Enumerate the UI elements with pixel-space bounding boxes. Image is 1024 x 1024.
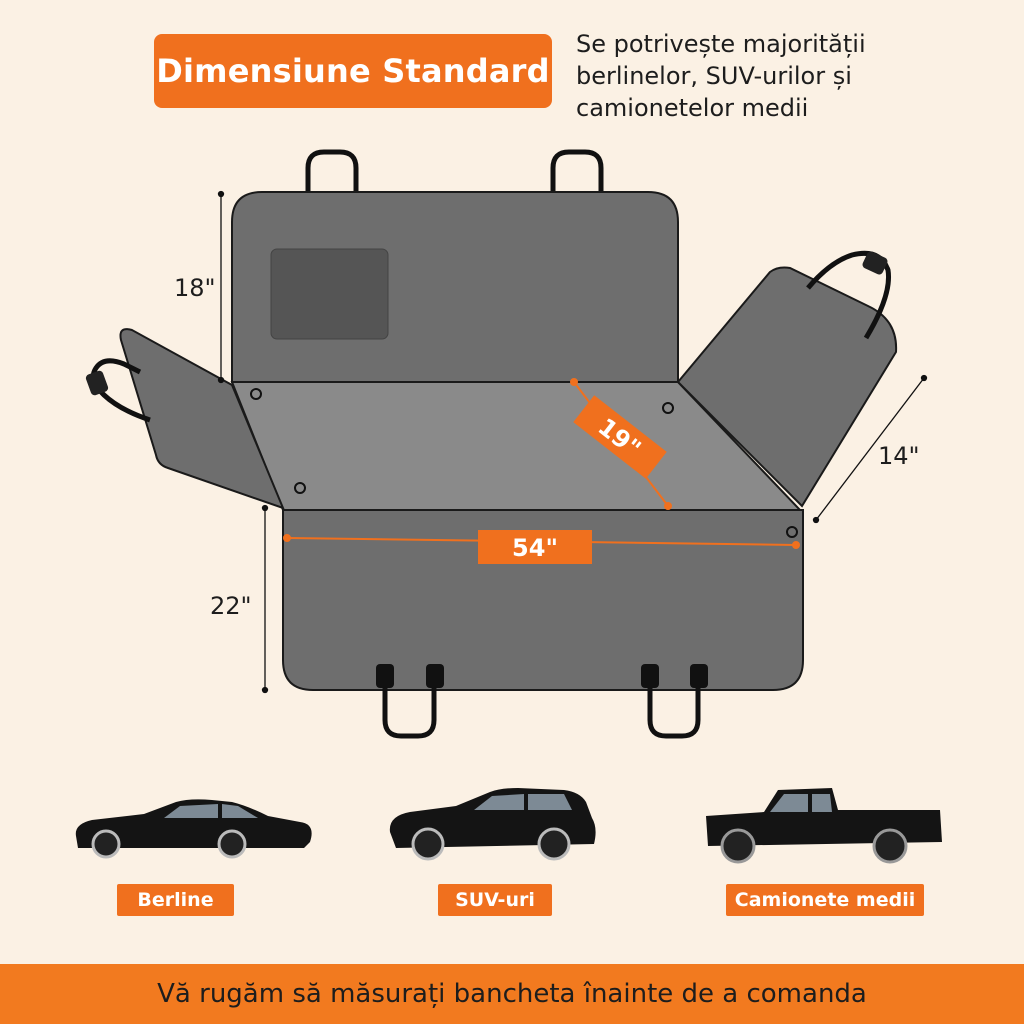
storage-pocket (270, 248, 389, 340)
footer-note: Vă rugăm să măsurați bancheta înainte de… (0, 964, 1024, 1024)
width-badge: 54" (478, 530, 592, 564)
zip-clips (250, 388, 798, 538)
suv-icon (389, 788, 596, 861)
front-flap-label: 22" (210, 592, 252, 620)
headrest-strap-right (550, 149, 604, 205)
fit-line-1: Se potrivește majorității (576, 30, 866, 58)
vehicle-label-pickup: Camionete medii (726, 884, 924, 916)
fit-line-3: camionetelor medii (576, 94, 809, 122)
side-flap-label: 14" (878, 442, 920, 470)
vehicle-label-suv: SUV-uri (438, 884, 552, 916)
seat-anchor-straps (382, 685, 701, 739)
right-side-flap (676, 266, 898, 508)
headrest-strap-left (305, 149, 359, 205)
svg-text:54": 54" (512, 534, 558, 562)
sedan-icon (75, 799, 312, 859)
fit-line-2: berlinelor, SUV-urilor și (576, 62, 852, 90)
left-side-flap (119, 328, 285, 510)
seat-cover-diagram: 18" 22" 14" 19" 54" (75, 149, 942, 864)
back-height-label: 18" (174, 274, 216, 302)
dimension-lines (217, 190, 928, 694)
front-flap (282, 509, 804, 691)
pickup-truck-icon (706, 788, 942, 864)
size-badge: Dimensiune Standard (154, 34, 552, 108)
vehicle-label-sedan: Berline (117, 884, 234, 916)
fit-description: Se potrivește majorității berlinelor, SU… (576, 28, 1016, 124)
